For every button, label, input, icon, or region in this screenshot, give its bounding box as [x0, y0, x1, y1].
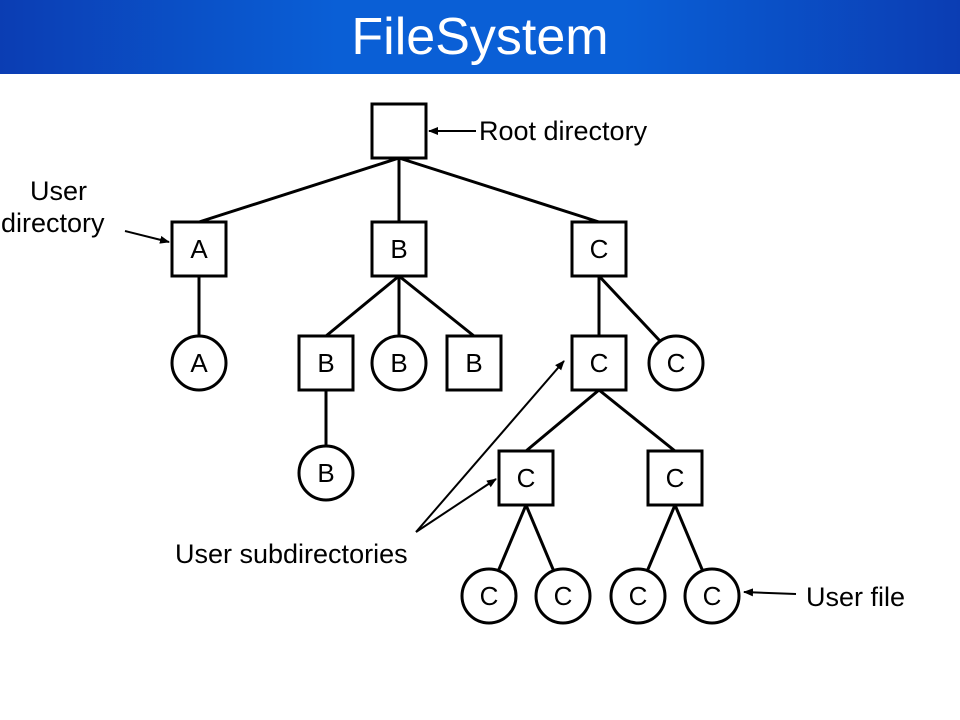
file-c1-label: C: [480, 581, 499, 611]
root-directory-label: Root directory: [479, 116, 648, 146]
file-a-node: [170, 334, 228, 392]
user-directory-arrow: [124, 230, 170, 244]
edge-sub2-f4: [673, 504, 706, 575]
edge-sub1-f1: [495, 504, 528, 575]
tree-edges: [197, 156, 706, 575]
user-dir-a-label: A: [190, 234, 208, 264]
user-subdirectories-arrow-1: [415, 360, 565, 533]
edge-sub1-f2: [524, 504, 557, 575]
file-c3-node: [609, 567, 667, 625]
user-file-arrow: [743, 588, 797, 597]
annotation-labels: Root directory User directory User subdi…: [1, 116, 905, 612]
subdir-b3-label: B: [465, 348, 482, 378]
user-directory-label-line1: User: [30, 176, 87, 206]
file-c4-node: [683, 567, 741, 625]
subdir-c1-node: [497, 449, 555, 507]
edge-c-c2: [597, 274, 662, 343]
subdir-c2-label: C: [666, 463, 685, 493]
node-labels: A B C A B B B C C B C C C C C C: [190, 234, 721, 611]
edge-root-c: [398, 156, 600, 224]
file-a-label: A: [190, 348, 208, 378]
file-c4-label: C: [703, 581, 722, 611]
user-dir-c-node: [570, 220, 628, 278]
user-dir-c-label: C: [590, 234, 609, 264]
user-dir-b-node: [370, 220, 428, 278]
user-directory-label-line2: directory: [1, 208, 105, 238]
subdir-c2-node: [646, 449, 704, 507]
user-subdirectories-arrow-2: [415, 478, 497, 533]
file-b-child-label: B: [317, 458, 334, 488]
file-b-node: [370, 334, 428, 392]
subdir-b-node: [297, 334, 355, 392]
file-b-label: B: [390, 348, 407, 378]
tree-nodes: [170, 102, 741, 625]
file-b-child-node: [297, 444, 355, 502]
subdir-b-label: B: [317, 348, 334, 378]
file-c-label: C: [667, 348, 686, 378]
subdir-b3-node: [445, 334, 503, 392]
edge-b-b3: [398, 274, 475, 338]
edge-c1-sub2: [598, 388, 676, 453]
annotation-arrows: [124, 127, 797, 597]
file-c2-label: C: [554, 581, 573, 611]
slide-title: FileSystem: [351, 8, 609, 66]
subdir-c1-label: C: [517, 463, 536, 493]
edge-b-b1: [325, 274, 400, 338]
user-file-label: User file: [806, 582, 905, 612]
root-directory-node: [370, 102, 428, 160]
subdir-c-node: [570, 334, 628, 392]
user-subdirectories-label: User subdirectories: [175, 539, 408, 569]
subdir-c-label: C: [590, 348, 609, 378]
user-dir-b-label: B: [390, 234, 407, 264]
edge-c1-sub1: [525, 388, 600, 453]
edge-sub2-f3: [644, 504, 677, 575]
file-c3-label: C: [629, 581, 648, 611]
file-c2-node: [534, 567, 592, 625]
file-c1-node: [460, 567, 518, 625]
file-c-node: [647, 334, 705, 392]
title-bar: [0, 0, 960, 74]
edge-root-a: [198, 156, 400, 224]
user-dir-a-node: [170, 220, 228, 278]
